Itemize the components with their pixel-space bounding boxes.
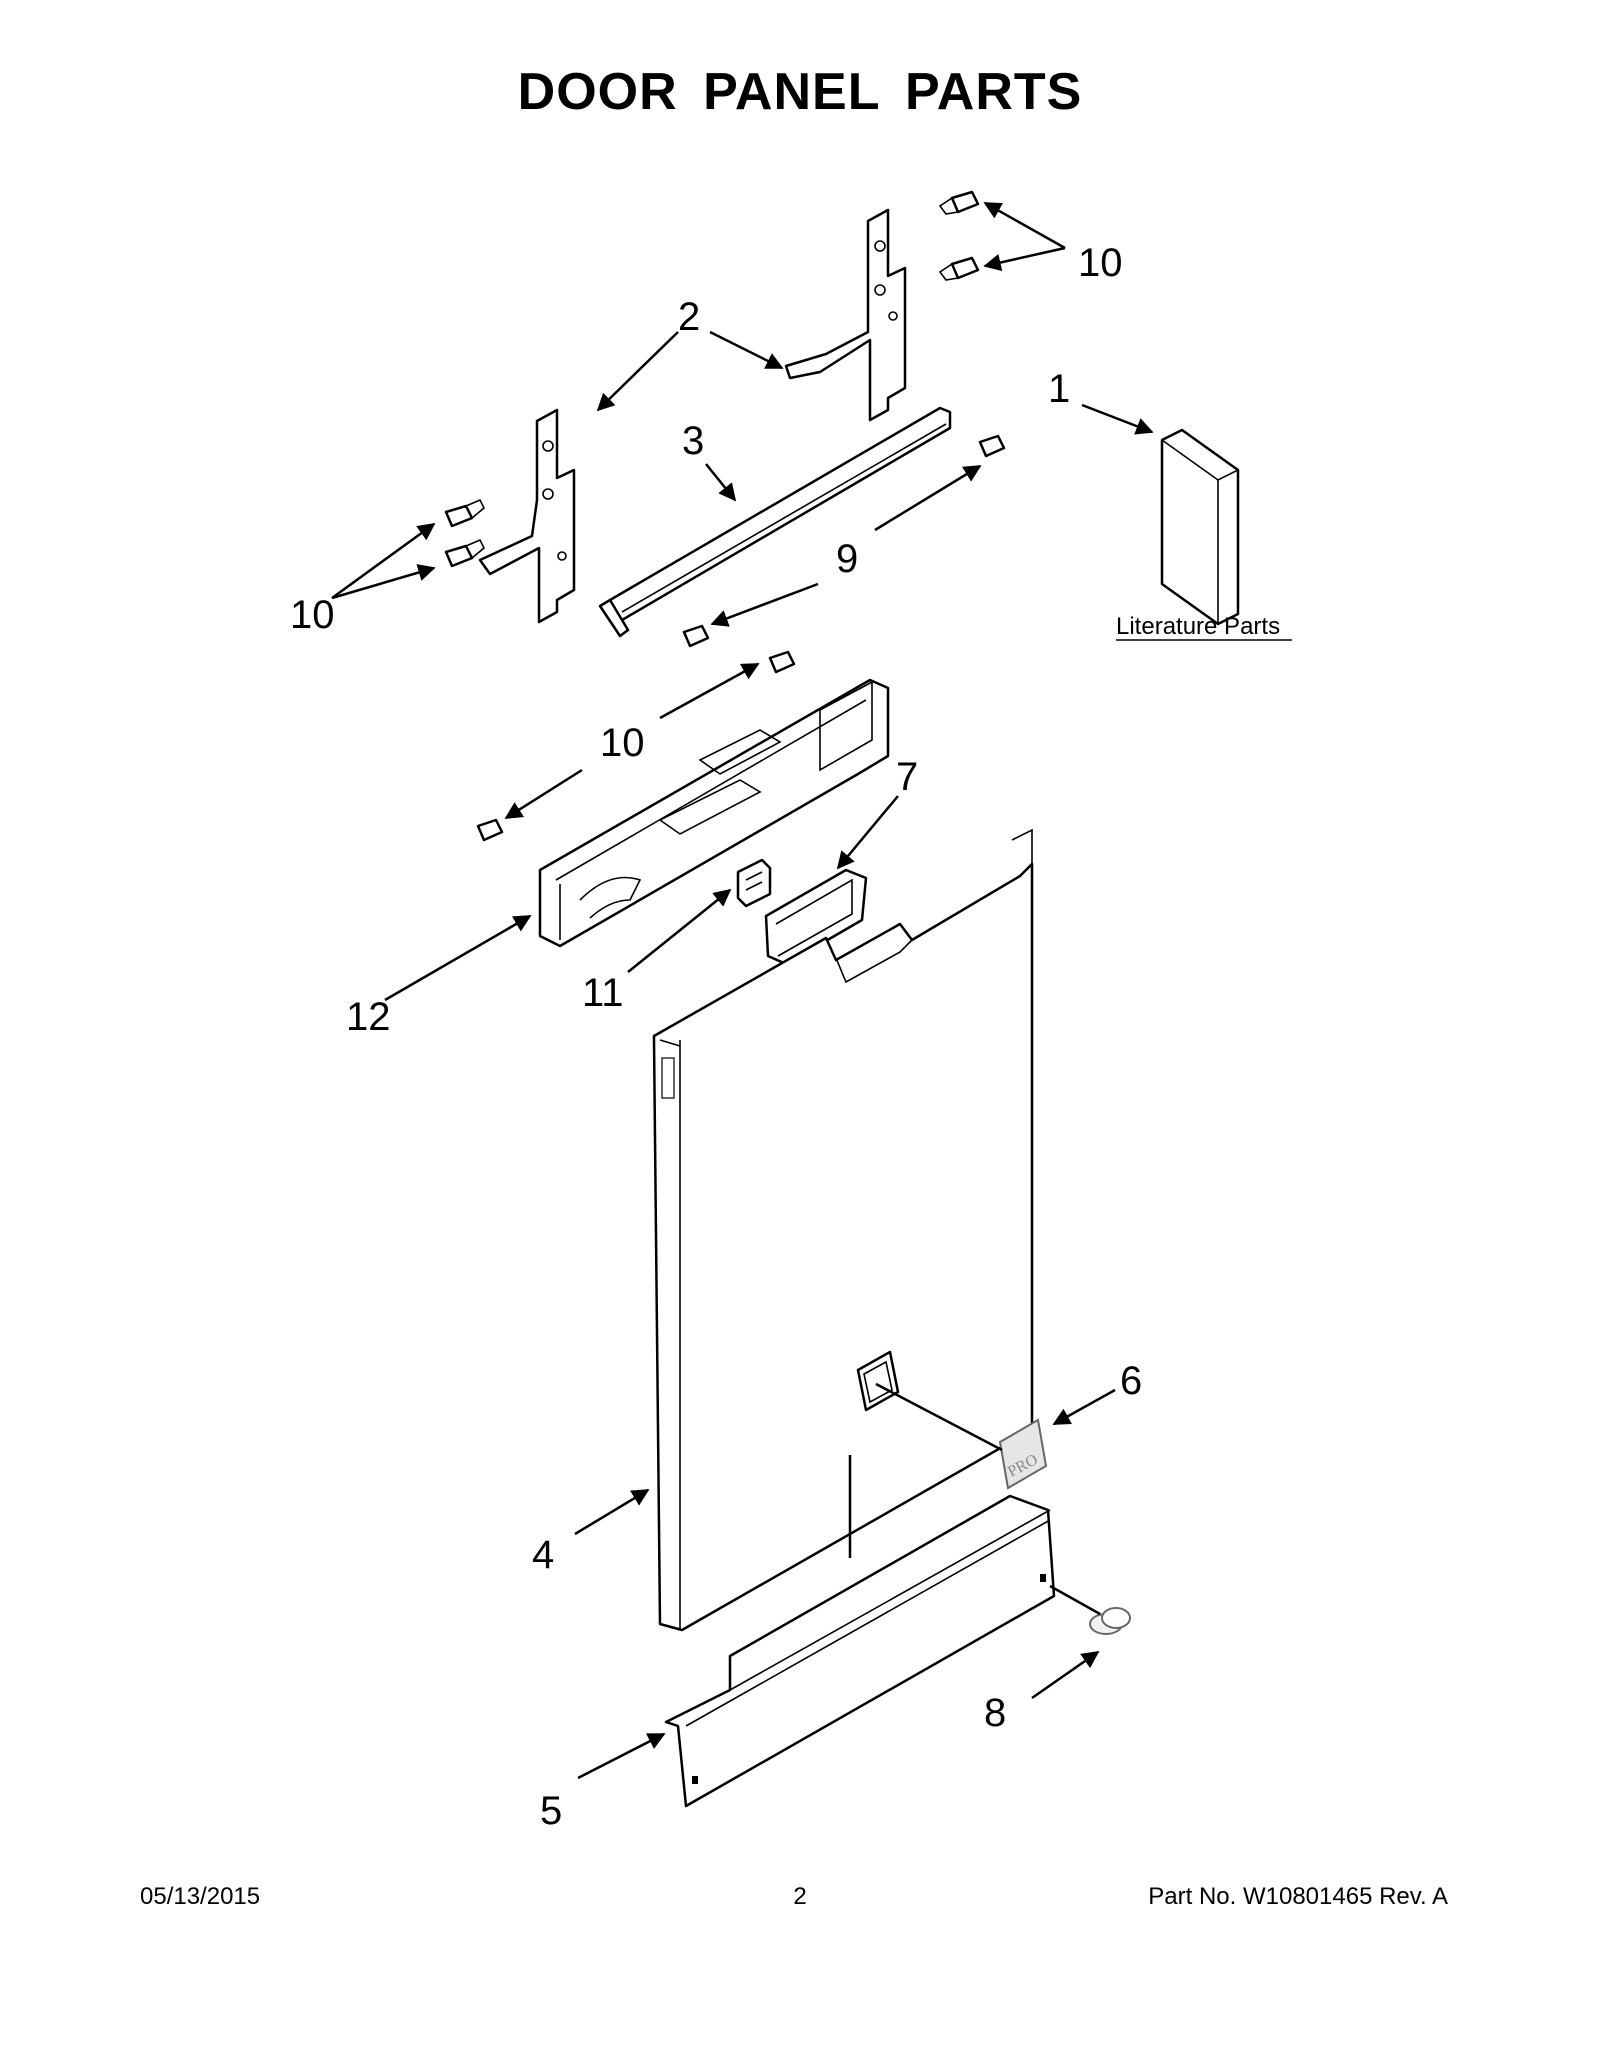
mounting-bracket-left: [478, 408, 576, 624]
leader-badge-to-mount: [875, 1382, 1003, 1452]
leader-8: [1031, 1650, 1100, 1700]
leader-12: [384, 914, 532, 1002]
callout-3: 3: [682, 419, 704, 463]
badge-mount: [856, 1350, 900, 1412]
toe-panel: [664, 1494, 1056, 1808]
screw-left-2: [444, 538, 485, 568]
leader-11: [627, 888, 732, 973]
leader-10-left-1: [331, 522, 436, 600]
control-housing: [538, 678, 890, 948]
leader-10-top-2: [983, 246, 1066, 272]
callout-8: 8: [984, 1691, 1006, 1735]
mounting-bracket-right: [784, 208, 907, 422]
leader-2-left: [596, 331, 679, 412]
leader-10-top-1: [983, 201, 1066, 250]
footer-part-number: Part No. W10801465 Rev. A: [1148, 1883, 1448, 1910]
screw-9-right: [978, 434, 1006, 458]
literature-book: [1160, 428, 1240, 626]
screw-left-1: [444, 498, 485, 528]
literature-parts-label: Literature Parts: [1116, 613, 1280, 640]
leader-10-mid-up: [659, 662, 760, 720]
callout-12: 12: [346, 995, 391, 1039]
latch-block: [736, 858, 772, 908]
page-title: DOOR PANEL PARTS: [517, 63, 1083, 121]
footer-page-number: 2: [793, 1883, 807, 1910]
callout-7: 7: [896, 755, 918, 799]
leader-7: [836, 795, 899, 870]
callout-10-top: 10: [1078, 241, 1123, 285]
callout-6: 6: [1120, 1359, 1142, 1403]
callout-11: 11: [582, 971, 624, 1015]
screw-mid-lower: [476, 818, 504, 842]
callout-10-mid: 10: [600, 721, 645, 765]
screw-mid-upper: [768, 650, 796, 674]
callout-5: 5: [540, 1789, 562, 1833]
leader-6: [1052, 1388, 1116, 1426]
door-handle: [764, 868, 868, 966]
screw-9-left: [682, 624, 710, 648]
screw-top-right-2: [938, 256, 980, 281]
leader-9-left: [710, 582, 819, 627]
leader-1: [1081, 403, 1154, 435]
leader-9-right: [874, 464, 982, 532]
leader-2-right: [709, 330, 784, 370]
leader-5: [577, 1732, 666, 1780]
knob-fastener: [1089, 1607, 1131, 1635]
leader-4: [574, 1488, 650, 1536]
callout-1: 1: [1048, 367, 1070, 411]
leader-3: [705, 463, 737, 502]
leader-knob-to-panel: [1049, 1584, 1101, 1616]
callout-4: 4: [532, 1533, 554, 1577]
leader-10-mid-down: [504, 768, 583, 820]
leader-10-left-2: [331, 564, 436, 600]
callout-9: 9: [836, 537, 858, 581]
door-rail: [598, 406, 952, 638]
callout-2: 2: [678, 295, 700, 339]
footer-date: 05/13/2015: [140, 1883, 261, 1910]
door-panel: [652, 828, 1034, 1632]
screw-top-right-1: [938, 190, 980, 215]
callout-10-left: 10: [290, 593, 335, 637]
